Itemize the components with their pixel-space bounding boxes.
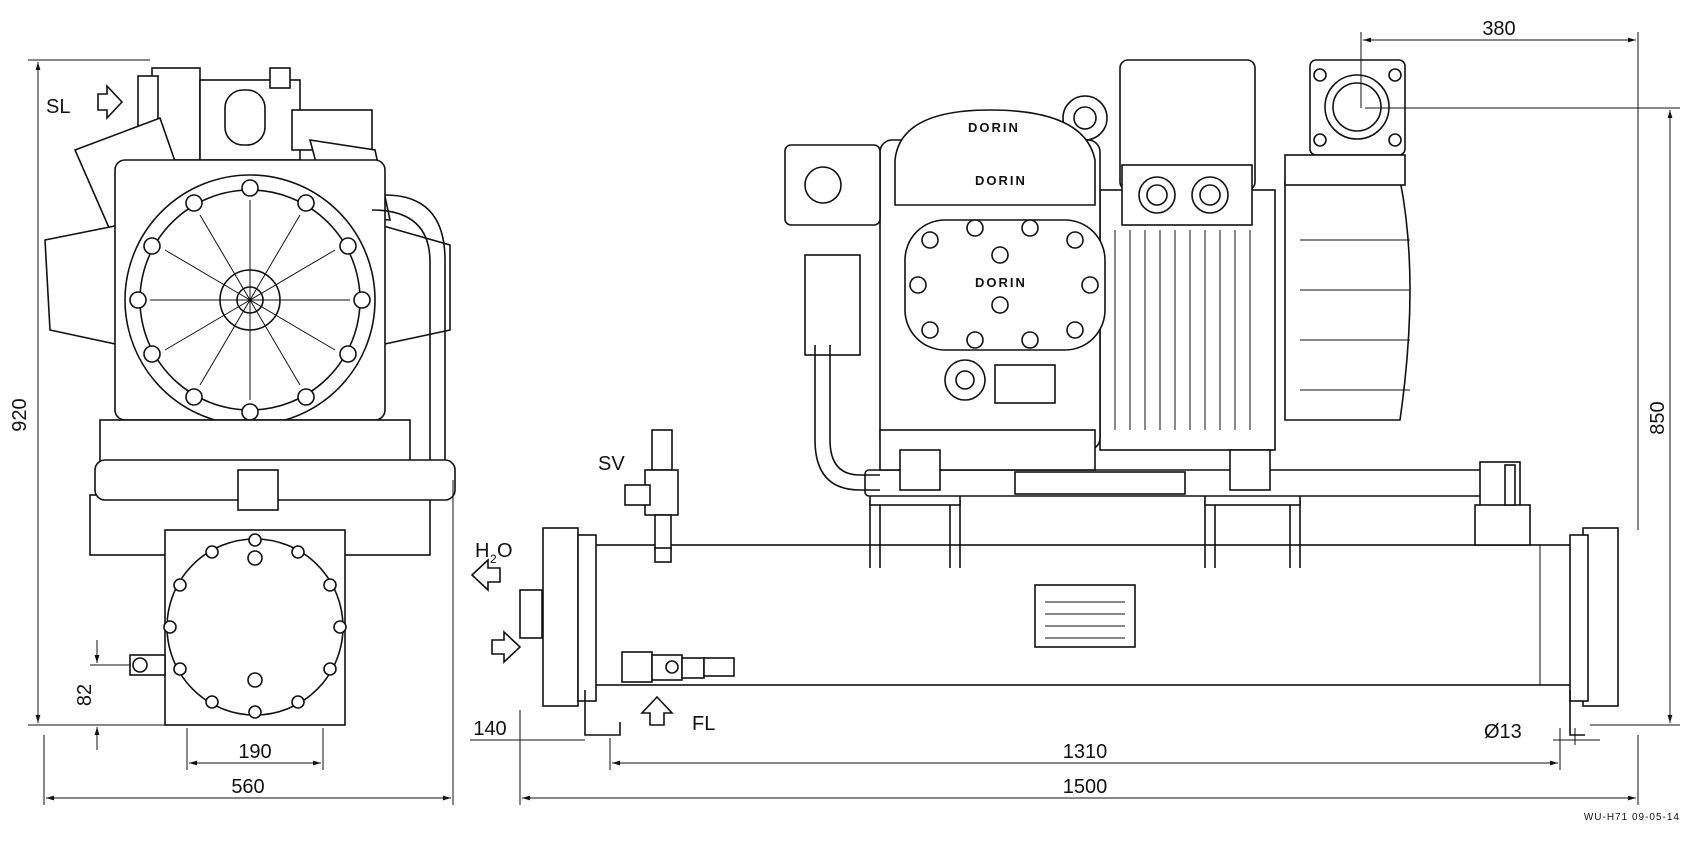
dim-side-width: 560 [231,776,264,798]
h2o-label-h: H [475,540,489,562]
sv-label: SV [598,453,625,475]
front-dimensions [470,32,1680,805]
dim-feet-length: 1310 [1063,741,1108,763]
drawing-code: WU-H71 09-05-14 [1584,812,1680,823]
front-view: DORIN DORIN DORIN [470,59,1619,736]
dim-side-height: 920 [9,398,31,431]
dim-valve-height: 82 [74,684,96,706]
fl-label: FL [692,713,715,735]
dim-overall-length: 1500 [1063,776,1108,798]
side-dimensions [28,59,454,805]
svg-text:DORIN: DORIN [975,173,1027,188]
h2o-label-sub: 2 [490,552,497,566]
dim-feet-spacing: 190 [238,741,271,763]
side-view [44,67,456,726]
dim-front-height: 850 [1647,401,1669,434]
dim-front-offset: 140 [473,718,506,740]
h2o-label-o: O [497,540,513,562]
dim-top-offset: 380 [1482,18,1515,40]
svg-text:DORIN: DORIN [975,275,1027,290]
diameter-label: Ø13 [1484,721,1522,743]
sl-label: SL [46,96,70,118]
svg-text:DORIN: DORIN [968,120,1020,135]
